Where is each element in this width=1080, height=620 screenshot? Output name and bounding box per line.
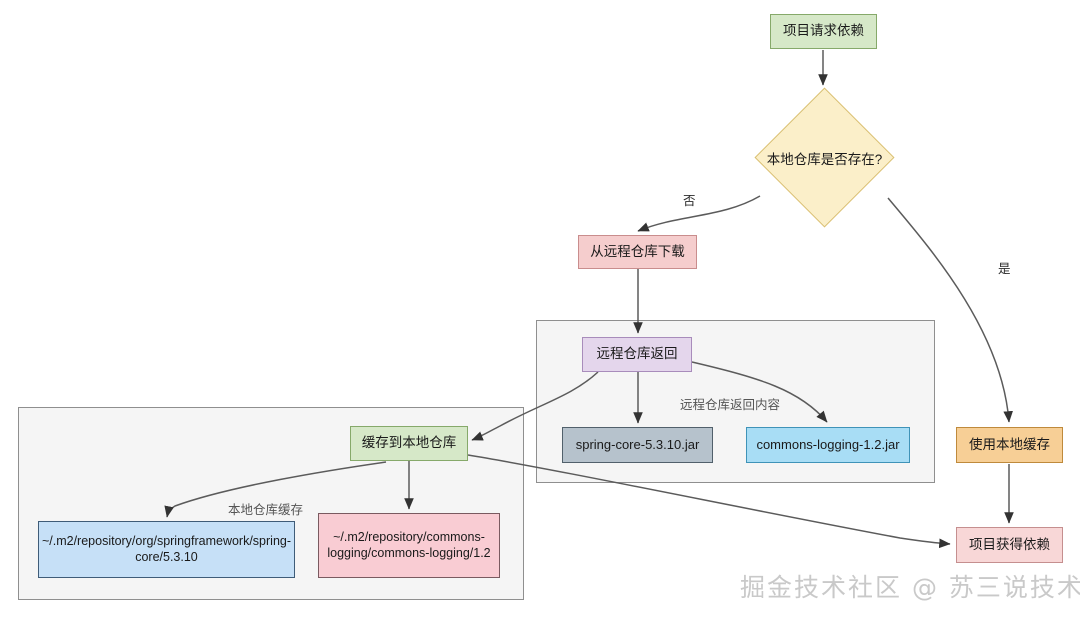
node-label: ~/.m2/repository/org/springframework/spr…: [41, 533, 292, 564]
node-path-commons-logging[interactable]: ~/.m2/repository/commons-logging/commons…: [318, 513, 500, 578]
group-label-local-repository-cache: 本地仓库缓存: [228, 503, 304, 517]
node-project-got-dependency[interactable]: 项目获得依赖: [956, 527, 1063, 563]
node-path-spring-core[interactable]: ~/.m2/repository/org/springframework/spr…: [38, 521, 295, 578]
watermark-text: 掘金技术社区 @ 苏三说技术: [740, 573, 1080, 602]
node-label: 项目获得依赖: [969, 536, 1050, 552]
node-project-request-dependency[interactable]: 项目请求依赖: [770, 14, 877, 49]
edge-label-yes: 是: [998, 262, 1011, 276]
node-local-repository-exists-decision[interactable]: 本地仓库是否存在?: [754, 87, 895, 228]
node-label: 从远程仓库下载: [590, 243, 685, 259]
node-label: 使用本地缓存: [969, 436, 1050, 452]
node-label: 本地仓库是否存在?: [766, 151, 883, 167]
node-label: spring-core-5.3.10.jar: [575, 436, 700, 452]
node-label: 远程仓库返回: [596, 346, 678, 362]
node-commons-logging-jar[interactable]: commons-logging-1.2.jar: [746, 427, 910, 463]
node-label: 缓存到本地仓库: [361, 435, 457, 451]
node-cache-to-local-repository[interactable]: 缓存到本地仓库: [350, 426, 468, 461]
node-spring-core-jar[interactable]: spring-core-5.3.10.jar: [562, 427, 713, 463]
node-use-local-cache[interactable]: 使用本地缓存: [956, 427, 1063, 463]
node-label: commons-logging-1.2.jar: [756, 436, 900, 452]
node-download-from-remote[interactable]: 从远程仓库下载: [578, 235, 697, 269]
group-label-remote-repository-content: 远程仓库返回内容: [680, 398, 781, 412]
node-label: ~/.m2/repository/commons-logging/commons…: [327, 529, 491, 560]
node-label: 项目请求依赖: [783, 23, 864, 39]
node-remote-repository-return[interactable]: 远程仓库返回: [582, 337, 692, 372]
edge-label-no: 否: [683, 194, 696, 208]
edge-decision-no-to-download: [637, 195, 761, 232]
